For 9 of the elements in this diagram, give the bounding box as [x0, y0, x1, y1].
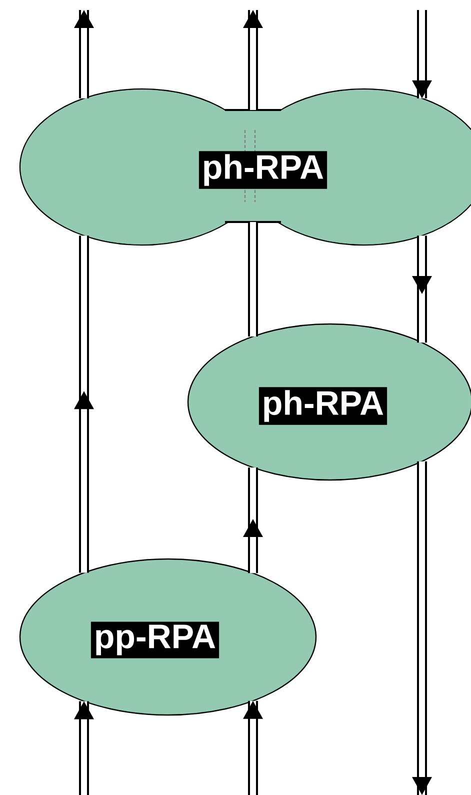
arrow [74, 10, 94, 98]
arrow [74, 701, 94, 795]
arrow [412, 461, 432, 795]
arrow [412, 10, 432, 98]
arrow [243, 10, 263, 110]
arrow [412, 236, 432, 343]
arrow [243, 468, 263, 574]
arrow [243, 700, 263, 795]
arrow [74, 236, 94, 573]
